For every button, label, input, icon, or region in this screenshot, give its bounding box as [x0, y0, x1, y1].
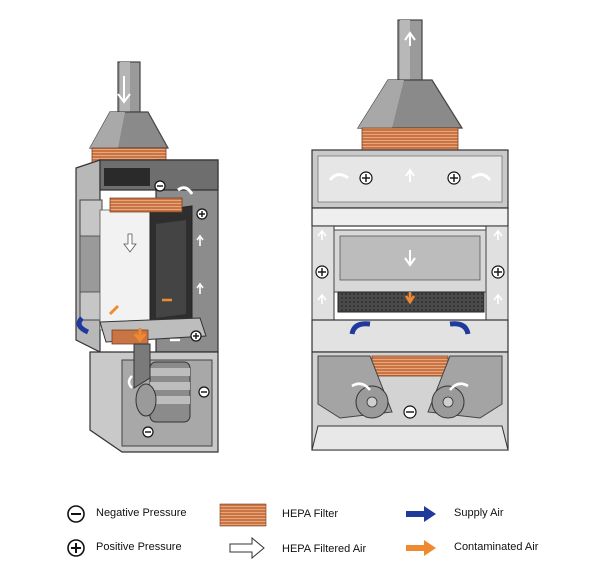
- legend-hepa-filter-label: HEPA Filter: [282, 508, 339, 520]
- right-plus-3: [315, 265, 329, 279]
- legend-supply-air-label: Supply Air: [454, 507, 504, 519]
- front-exhaust-hepa-filter: [361, 127, 459, 151]
- left-minus-top: [154, 180, 166, 192]
- left-plus: [196, 208, 208, 220]
- right-minus-base: [403, 405, 417, 419]
- front-cabinet: [311, 19, 509, 451]
- legend-plus-icon: [67, 539, 85, 557]
- left-minus-right: [198, 386, 210, 398]
- left-minus-base: [142, 426, 154, 438]
- legend-minus-icon: [67, 505, 85, 523]
- legend-hollow-arrow-icon: [229, 536, 265, 560]
- legend-supply-arrow-icon: [406, 506, 436, 522]
- left-plus-lower: [190, 330, 202, 342]
- legend-negative-pressure-label: Negative Pressure: [96, 507, 187, 519]
- legend-hepa-swatch: [219, 503, 267, 527]
- right-plus-1: [359, 171, 373, 185]
- legend-contaminated-air-label: Contaminated Air: [454, 541, 539, 553]
- right-plus-4: [491, 265, 505, 279]
- isometric-cabinet: [75, 61, 219, 453]
- right-plus-2: [447, 171, 461, 185]
- legend-contaminated-arrow-icon: [406, 540, 436, 556]
- legend-positive-pressure-label: Positive Pressure: [96, 541, 182, 553]
- legend-hepa-filtered-air-label: HEPA Filtered Air: [282, 543, 367, 555]
- supply-hepa-filter: [109, 197, 183, 213]
